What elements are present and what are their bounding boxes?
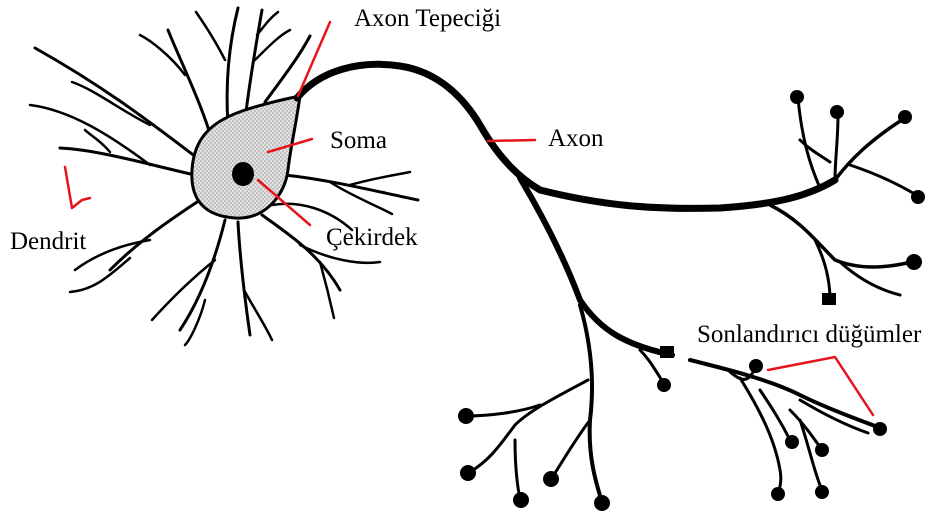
terminal-nodes	[458, 90, 925, 511]
dendrite-branch	[168, 30, 212, 140]
axon-branch	[770, 205, 912, 267]
dendrite-label: Dendrit	[10, 229, 86, 254]
terminal-node	[815, 485, 829, 499]
dendrite-pointer	[65, 167, 90, 208]
terminal-node	[822, 293, 836, 305]
axon-branch	[800, 140, 830, 162]
terminal-node	[657, 378, 671, 392]
axon-pointer	[488, 140, 535, 141]
terminal-node	[460, 465, 476, 481]
axon-branch	[740, 378, 781, 492]
terminal-node	[815, 443, 829, 457]
terminal-node	[785, 435, 799, 449]
axon	[297, 64, 918, 502]
terminal-node	[749, 359, 763, 373]
nucleus-shape	[232, 162, 254, 186]
dendrite-branch	[196, 12, 225, 60]
dendrite-branch	[238, 222, 250, 335]
axon-branch	[800, 400, 868, 433]
axon-branch	[835, 115, 838, 180]
terminal-node	[660, 346, 674, 358]
axon-hillock-label: Axon Tepeciği	[354, 6, 501, 31]
terminal-node	[543, 471, 559, 487]
terminal-node	[898, 110, 912, 124]
dendrite-branch	[152, 260, 215, 320]
axon-branch	[552, 420, 590, 478]
dendrite-branch	[255, 30, 290, 60]
terminal-node	[830, 105, 844, 119]
terminal-node	[594, 495, 610, 511]
axon-branch	[850, 165, 918, 196]
dendrite-branch	[180, 220, 225, 330]
terminal-node	[458, 408, 474, 424]
dendrite-branch	[60, 148, 195, 175]
dendrite-branch	[85, 130, 110, 152]
terminal-node	[513, 492, 529, 508]
axon-branch	[470, 380, 588, 472]
dendrite-branch	[70, 258, 130, 292]
terminal-node	[873, 422, 887, 436]
nucleus-label: Çekirdek	[326, 225, 418, 250]
dendrite-branch	[227, 8, 238, 125]
dendrite-branch	[350, 172, 410, 185]
dendrite-branch	[72, 82, 150, 125]
terminal-nodes-label: Sonlandırıcı düğümler	[697, 322, 921, 347]
axon-branch	[515, 440, 520, 498]
axon-branch	[580, 305, 602, 502]
terminal-node	[911, 190, 925, 204]
soma-label: Soma	[330, 128, 387, 153]
terminal-node	[906, 254, 922, 270]
dendrite-branch	[246, 10, 262, 112]
axon-branch	[690, 360, 880, 428]
terminal-node	[771, 487, 785, 501]
pointer-lines	[65, 22, 873, 415]
axon-branch	[760, 390, 790, 440]
dendrite-branch	[110, 200, 200, 270]
axon-label: Axon	[548, 126, 604, 151]
dendrite-branch	[285, 175, 418, 200]
soma-body	[192, 96, 300, 218]
terminal-node	[790, 90, 804, 104]
